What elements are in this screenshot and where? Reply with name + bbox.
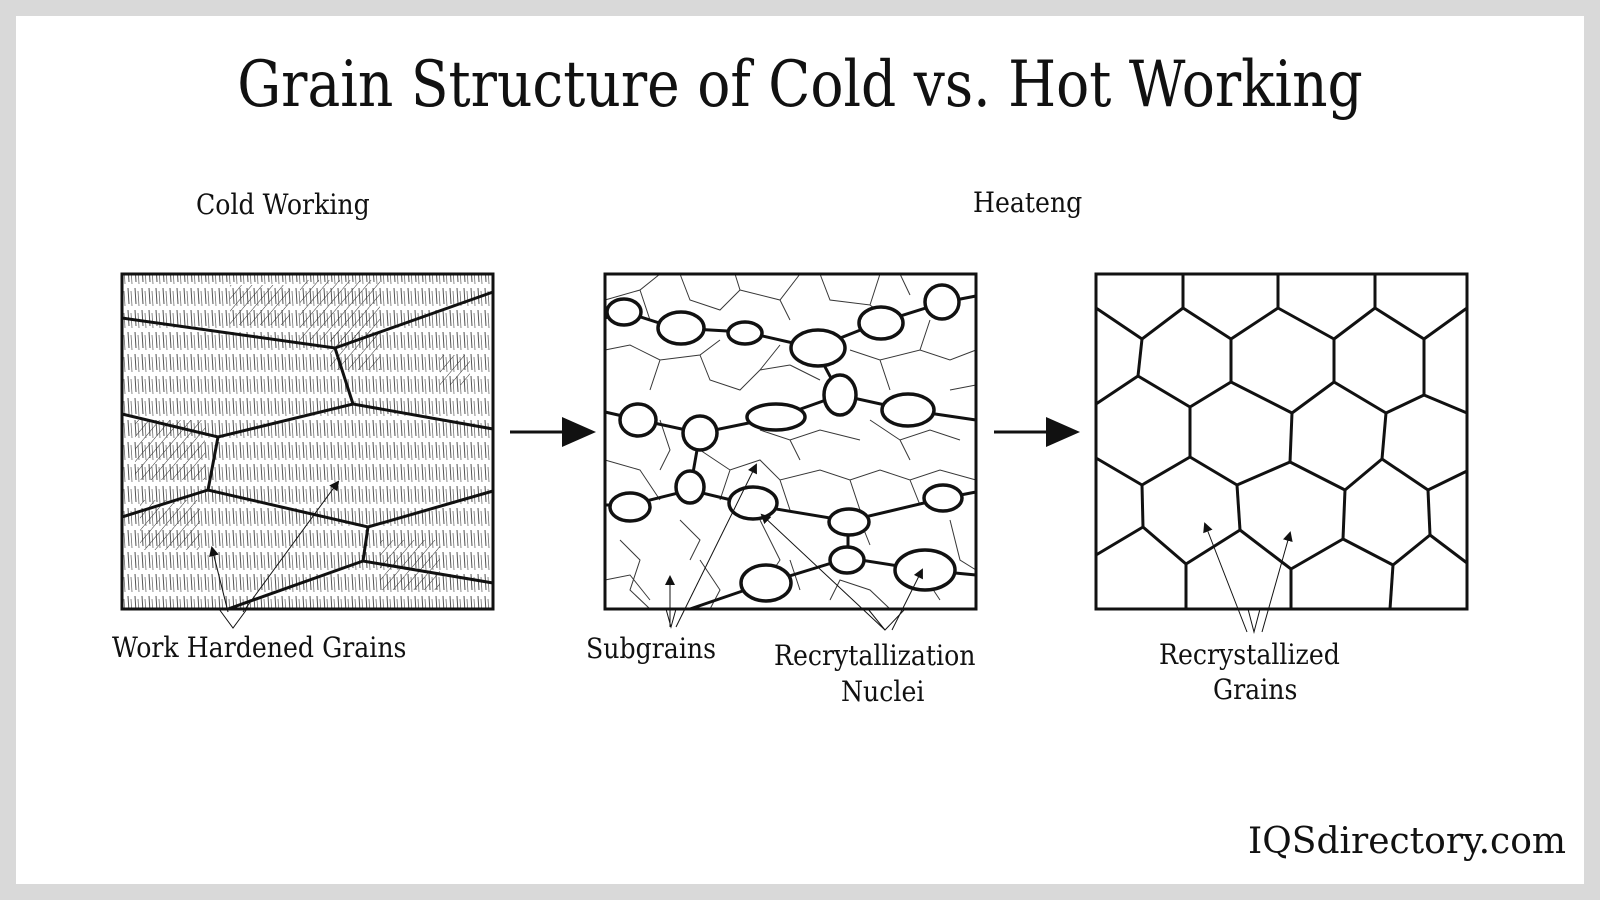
callout-recrystallized-line2: Grains <box>1213 673 1298 706</box>
process-arrow-2 <box>994 417 1080 447</box>
recrystallized-panel <box>1094 272 1469 633</box>
heating-panel <box>603 272 978 631</box>
cold-worked-panel <box>120 272 495 613</box>
callout-recrystallized-line1: Recrystallized <box>1159 638 1340 671</box>
callout-work-hardened-grains: Work Hardened Grains <box>112 631 407 664</box>
stage-label-cold-working: Cold Working <box>196 188 370 221</box>
callout-subgrains: Subgrains <box>586 632 717 665</box>
callout-nuclei-line1: Recrytallization <box>774 639 976 672</box>
callout-nuclei-line2: Nuclei <box>841 675 925 708</box>
diagram-title: Grain Structure of Cold vs. Hot Working <box>237 48 1363 122</box>
stage-label-heating: Heateng <box>973 186 1083 219</box>
process-arrow-1 <box>510 417 596 447</box>
callout-connectors <box>218 608 1261 634</box>
watermark-iqsdirectory: IQSdirectory.com <box>1248 821 1566 862</box>
